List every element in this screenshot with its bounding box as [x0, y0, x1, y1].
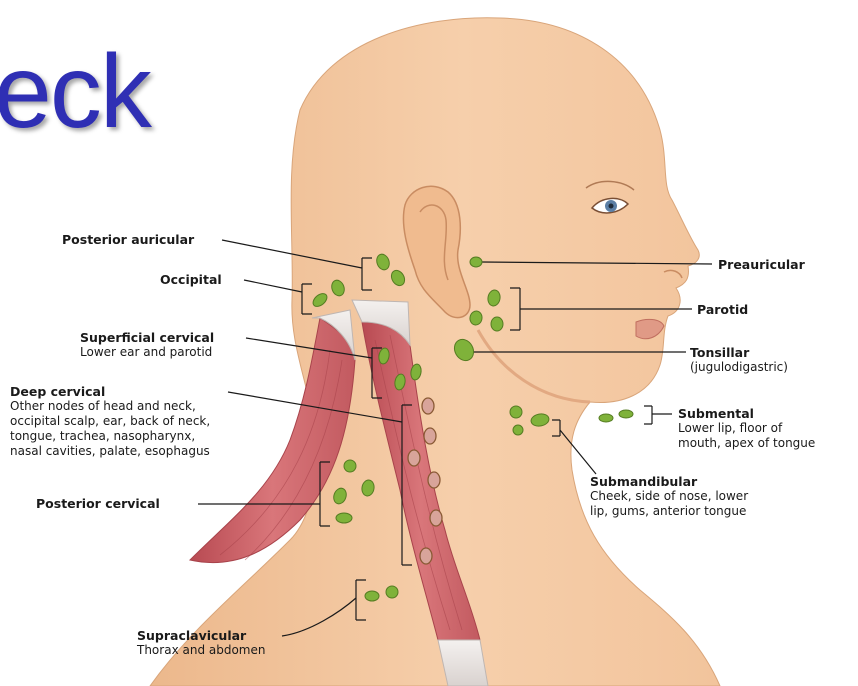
label-occipital: Occipital	[160, 273, 222, 287]
desc-supraclavicular: Thorax and abdomen	[137, 643, 265, 659]
desc-deep-cervical-1: Other nodes of head and neck,	[10, 399, 196, 415]
lymph-node	[470, 257, 482, 267]
desc-deep-cervical-2: occipital scalp, ear, back of neck,	[10, 414, 210, 430]
lymph-node	[619, 410, 633, 418]
desc-deep-cervical-4: nasal cavities, palate, esophagus	[10, 444, 210, 460]
label-supraclavicular: Supraclavicular	[137, 629, 246, 643]
label-posterior-cervical: Posterior cervical	[36, 497, 160, 511]
label-posterior-auricular: Posterior auricular	[62, 233, 194, 247]
deep-cervical-node	[420, 548, 432, 564]
lymph-node	[599, 414, 613, 422]
desc-tonsillar: (jugulodigastric)	[690, 360, 788, 376]
desc-submental-1: Lower lip, floor of	[678, 421, 782, 437]
bracket-submental	[644, 406, 672, 424]
label-parotid: Parotid	[697, 303, 748, 317]
label-deep-cervical: Deep cervical	[10, 385, 105, 399]
desc-superficial-cervical: Lower ear and parotid	[80, 345, 212, 361]
desc-deep-cervical-3: tongue, trachea, nasopharynx,	[10, 429, 195, 445]
lymph-node	[513, 425, 523, 435]
desc-submandibular-1: Cheek, side of nose, lower	[590, 489, 748, 505]
label-preauricular: Preauricular	[718, 258, 805, 272]
lymph-node	[491, 317, 503, 331]
deep-cervical-node	[424, 428, 436, 444]
deep-cervical-node	[428, 472, 440, 488]
lymph-node	[365, 591, 379, 601]
lymph-node	[336, 513, 352, 523]
desc-submental-2: mouth, apex of tongue	[678, 436, 815, 452]
deep-cervical-node	[408, 450, 420, 466]
lymph-node	[386, 586, 398, 598]
lymph-node	[510, 406, 522, 418]
lymph-node	[344, 460, 356, 472]
deep-cervical-node	[430, 510, 442, 526]
page-title: eck	[0, 40, 150, 144]
label-submental: Submental	[678, 407, 754, 421]
label-submandibular: Submandibular	[590, 475, 697, 489]
label-tonsillar: Tonsillar	[690, 346, 749, 360]
desc-submandibular-2: lip, gums, anterior tongue	[590, 504, 746, 520]
deep-cervical-node	[422, 398, 434, 414]
label-superficial-cervical: Superficial cervical	[80, 331, 214, 345]
